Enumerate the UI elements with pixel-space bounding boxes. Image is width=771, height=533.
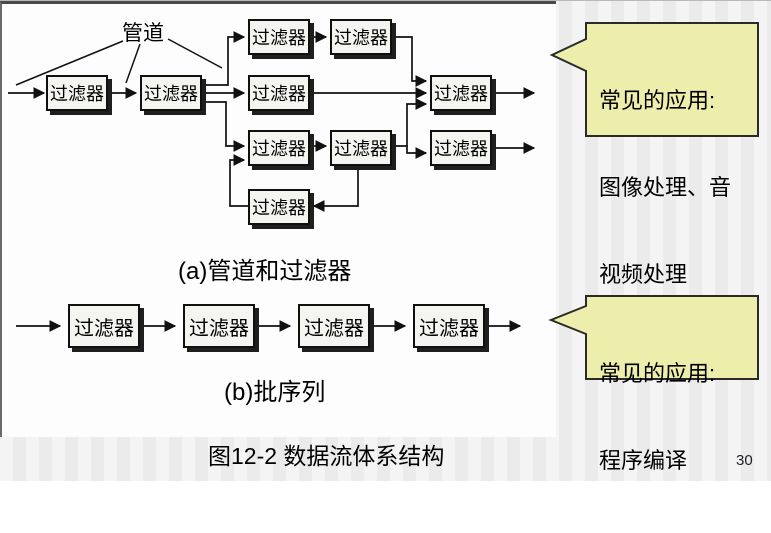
filter-box: 过滤器 [248,130,310,166]
filter-box: 过滤器 [248,189,310,225]
filter-box: 过滤器 [140,75,202,111]
filter-box: 过滤器 [430,75,492,111]
filter-box: 过滤器 [413,304,485,348]
callout-a-text: 常见的应用: 图像处理、音 视频处理 [599,28,731,347]
diagram-b-caption: (b)批序列 [224,379,326,406]
diagram-a-caption: (a)管道和过滤器 [178,258,352,285]
pipe-label: 管道 [122,22,164,45]
filter-box: 过滤器 [298,304,370,348]
callout-a-line: 图像处理、音 [599,175,732,200]
slide-page: 过滤器 过滤器 过滤器 过滤器 过滤器 过滤器 过滤器 过滤器 过滤器 过滤器 … [0,0,771,481]
page-number: 30 [736,452,753,469]
figure-caption: 图12-2 数据流体系结构 [208,443,445,469]
callout-b-text: 常见的应用: 程序编译 [599,301,715,533]
filter-box: 过滤器 [430,130,492,166]
callout-b-line: 常见的应用: [599,361,716,386]
filter-box: 过滤器 [68,304,140,348]
callout-a-line: 常见的应用: [599,88,716,113]
filter-box: 过滤器 [330,130,392,166]
filter-box: 过滤器 [330,19,392,55]
callout-b-line: 程序编译 [599,448,688,473]
filter-box: 过滤器 [248,75,310,111]
filter-box: 过滤器 [183,304,255,348]
filter-box: 过滤器 [248,19,310,55]
callout-a-line: 视频处理 [599,262,688,287]
filter-box: 过滤器 [46,75,108,111]
